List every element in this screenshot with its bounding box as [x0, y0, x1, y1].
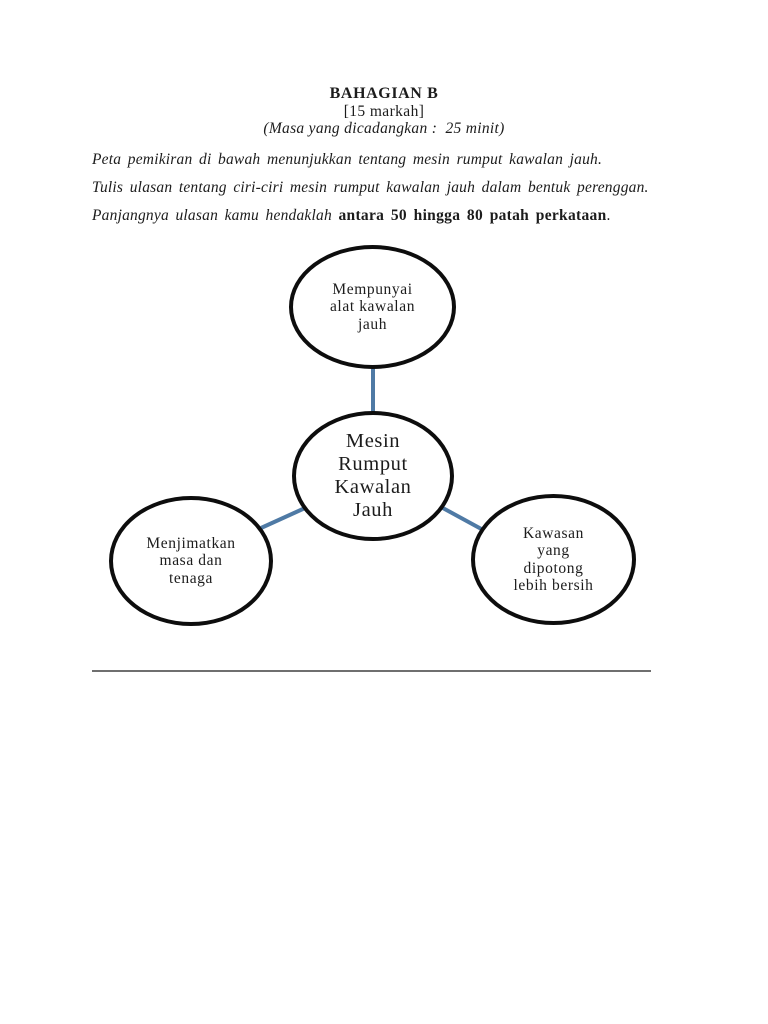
diagram-node-right-label: Kawasan yang dipotong lebih bersih	[513, 524, 594, 595]
diagram-node-top-label: Mempunyai alat kawalan jauh	[329, 280, 416, 333]
diagram-node-left-label: Menjimatkan masa dan tenaga	[146, 534, 236, 587]
horizontal-divider	[92, 670, 651, 672]
instruction-line-3-period: .	[606, 207, 611, 224]
marks-label: [15 markah]	[343, 103, 425, 120]
diagram-node-center: Mesin Rumput Kawalan Jauh	[292, 411, 454, 541]
instruction-line-2: Tulis ulasan tentang ciri-ciri mesin rum…	[92, 179, 649, 196]
instruction-line-1: Peta pemikiran di bawah menunjukkan tent…	[92, 151, 603, 168]
instruction-line-3: Panjangnya ulasan kamu hendaklah antara …	[92, 207, 662, 225]
suggested-time-note: (Masa yang dicadangkan : 25 minit)	[263, 120, 505, 137]
instruction-line-3-bold: antara 50 hingga 80 patah perkataan	[338, 207, 607, 224]
connector-center-right	[440, 505, 486, 533]
diagram-node-left: Menjimatkan masa dan tenaga	[109, 496, 273, 626]
diagram-node-right: Kawasan yang dipotong lebih bersih	[471, 494, 636, 625]
diagram-node-center-label: Mesin Rumput Kawalan Jauh	[334, 430, 412, 521]
connector-center-left	[260, 506, 306, 530]
instruction-line-3-italic: Panjangnya ulasan kamu hendaklah	[92, 207, 339, 224]
diagram-node-top: Mempunyai alat kawalan jauh	[289, 245, 456, 369]
section-title: BAHAGIAN B	[329, 85, 439, 102]
